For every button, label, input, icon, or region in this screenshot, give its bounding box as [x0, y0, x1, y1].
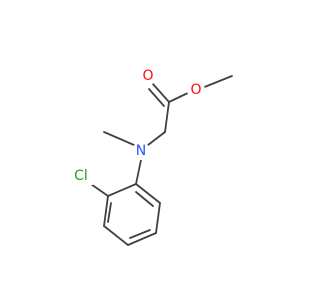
ring-bond-5 [155, 202, 161, 234]
bond-ester-methyl-o [201, 75, 233, 89]
ring-bond-3 [103, 225, 129, 246]
ring-bond-6 [135, 183, 161, 204]
ring-double-1 [107, 202, 112, 223]
molecule-structure: O O N Cl [71, 67, 233, 246]
bond-carbonyl-double-b [148, 88, 165, 107]
oxygen-carbonyl-label: O [139, 67, 157, 85]
oxygen-ester-label: O [187, 81, 205, 99]
ring-bond-1 [107, 183, 137, 197]
bond-n-methyl [103, 131, 135, 146]
ring-double-3 [135, 191, 154, 207]
bond-ester-o-carbonyl [168, 91, 191, 103]
ring-bond-4 [127, 232, 157, 246]
oxygen-ester-symbol: O [190, 82, 201, 98]
bond-n-ring [135, 159, 142, 185]
ring-bond-2 [103, 195, 109, 227]
nitrogen-label: N [132, 142, 150, 160]
bond-carbonyl-double-a [152, 83, 170, 103]
ring-double-2 [129, 229, 151, 239]
bond-carbonyl-ch2 [164, 101, 170, 133]
oxygen-carbonyl-symbol: O [142, 68, 153, 84]
nitrogen-symbol: N [136, 143, 146, 159]
chlorine-label: Cl [71, 167, 93, 185]
chlorine-symbol: Cl [74, 168, 88, 184]
bond-ch2-n [147, 131, 166, 146]
